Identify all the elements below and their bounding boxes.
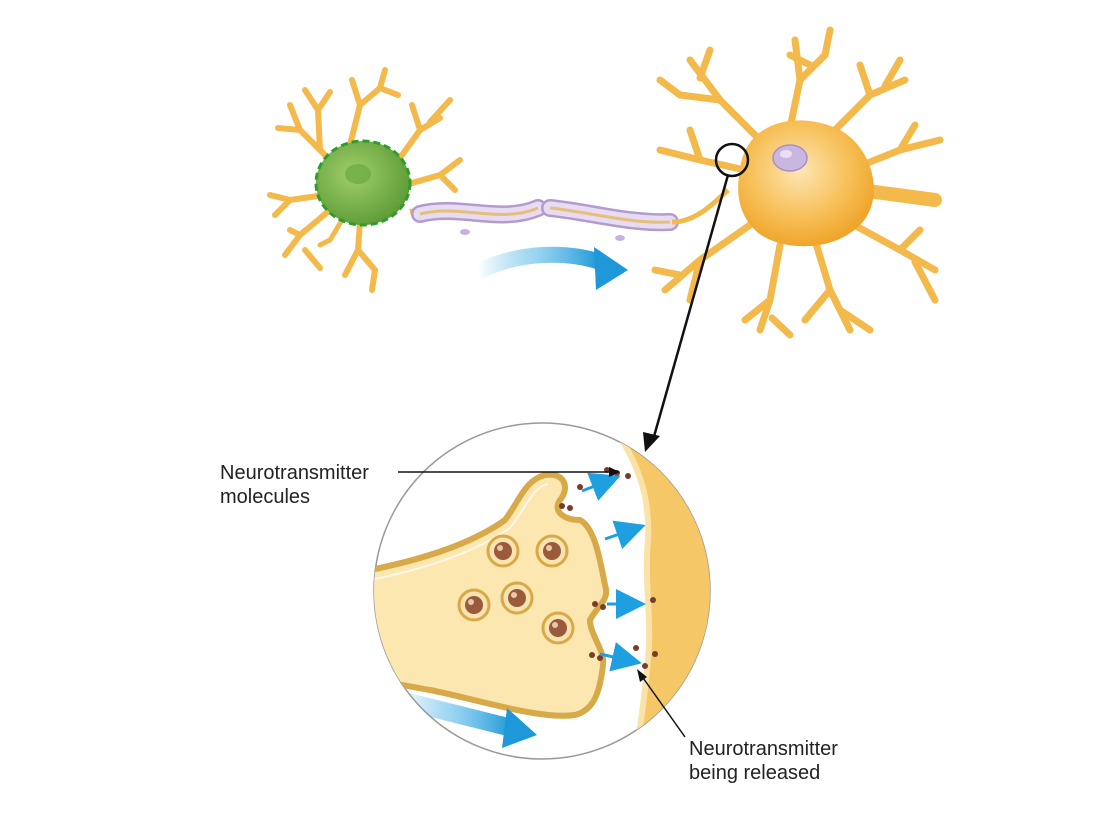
vesicle [500, 581, 534, 615]
axon-terminal [374, 471, 610, 719]
vesicle [486, 534, 520, 568]
vesicles [457, 534, 575, 645]
label-leader-released [637, 669, 686, 738]
fusing-vesicles [559, 503, 606, 661]
curved-arrow-icon [474, 246, 628, 290]
label-neurotransmitter-molecules: Neurotransmitter molecules [220, 462, 369, 508]
label-leader-molecules [398, 467, 620, 477]
zoom-callout-arrow [643, 174, 730, 452]
arrow-icon [581, 472, 646, 672]
axon [409, 188, 730, 241]
receiving-nucleus [772, 144, 808, 172]
vesicle [541, 611, 575, 645]
sending-nucleus [345, 164, 371, 184]
receiving-soma [738, 120, 874, 247]
sending-dendrites [267, 67, 463, 293]
sending-neuron [267, 67, 463, 293]
receiving-dendrites [651, 26, 944, 339]
vesicle [457, 588, 491, 622]
receiving-neuron [651, 26, 944, 339]
vesicle [535, 534, 569, 568]
circle-icon [714, 142, 750, 178]
label-neurotransmitter-released: Neurotransmitter being released [689, 738, 838, 784]
